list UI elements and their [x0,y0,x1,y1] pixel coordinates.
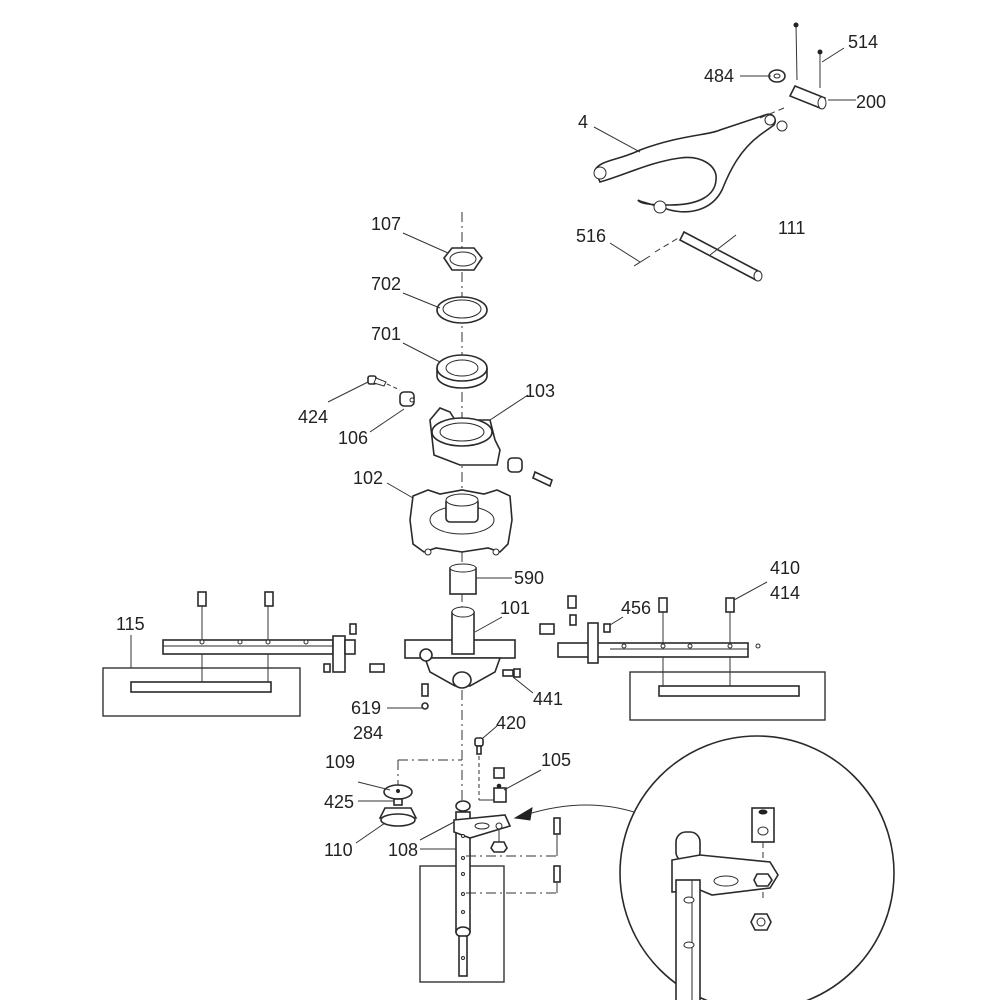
label-590: 590 [514,568,544,588]
part-bearing-701 [436,354,488,389]
part-spacer-106b [507,457,523,473]
detail-view [619,735,895,1000]
part-arm-right [539,595,761,664]
part-arm-left [162,591,385,673]
part-bolt-424 [367,375,387,387]
label-101: 101 [500,598,530,618]
label-103: 103 [525,381,555,401]
label-110: 110 [324,840,353,860]
part-plate-115 [102,654,301,717]
part-nut-lower [490,841,508,853]
label-4: 4 [578,112,588,132]
label-619: 619 [351,698,381,718]
part-washer-484 [768,69,786,83]
label-424: 424 [298,407,328,427]
label-102: 102 [353,468,383,488]
label-111: 111 [778,218,805,238]
part-housing-103 [429,407,501,466]
label-484: 484 [704,66,734,86]
label-106: 106 [338,428,368,448]
part-cap-109 [383,784,413,800]
part-bolt-424b [532,470,553,488]
label-107: 107 [371,214,401,234]
part-fitting-619 [421,683,429,710]
label-516: 516 [576,226,606,246]
part-cotter-516 [633,236,681,267]
label-702: 702 [371,274,401,294]
label-425: 425 [324,792,354,812]
part-seal-702 [436,296,488,324]
part-fork-4 [593,113,788,214]
part-body-101 [404,606,516,689]
part-bolts-post [466,817,561,894]
part-fitting-420 [474,737,484,755]
label-420: 420 [496,713,526,733]
label-284: 284 [353,723,383,743]
leader-lines [130,47,856,850]
label-115: 115 [116,614,145,634]
part-foot-110 [378,807,418,827]
part-post-108 [419,800,512,983]
part-plate-right [629,657,826,721]
label-108: 108 [388,840,418,860]
part-spacer-106 [399,391,415,407]
part-nut-107 [443,247,483,271]
part-pin-111 [678,230,763,282]
label-414: 414 [770,583,800,603]
part-flange-102 [409,489,513,556]
label-514: 514 [848,32,878,52]
part-cotter-pins-514 [793,22,823,88]
part-fitting-441 [502,668,521,678]
label-456: 456 [621,598,651,618]
arrow-head-icon [513,807,533,821]
label-200: 200 [856,92,886,112]
label-105: 105 [541,750,571,770]
label-410: 410 [770,558,800,578]
label-441: 441 [533,689,563,709]
part-pin-200 [788,84,827,110]
label-109: 109 [325,752,355,772]
label-701: 701 [371,324,401,344]
detail-arrow [524,804,641,816]
part-clamp-105 [493,767,507,803]
part-spacer-425 [393,798,403,806]
part-sleeve-590 [449,563,477,595]
